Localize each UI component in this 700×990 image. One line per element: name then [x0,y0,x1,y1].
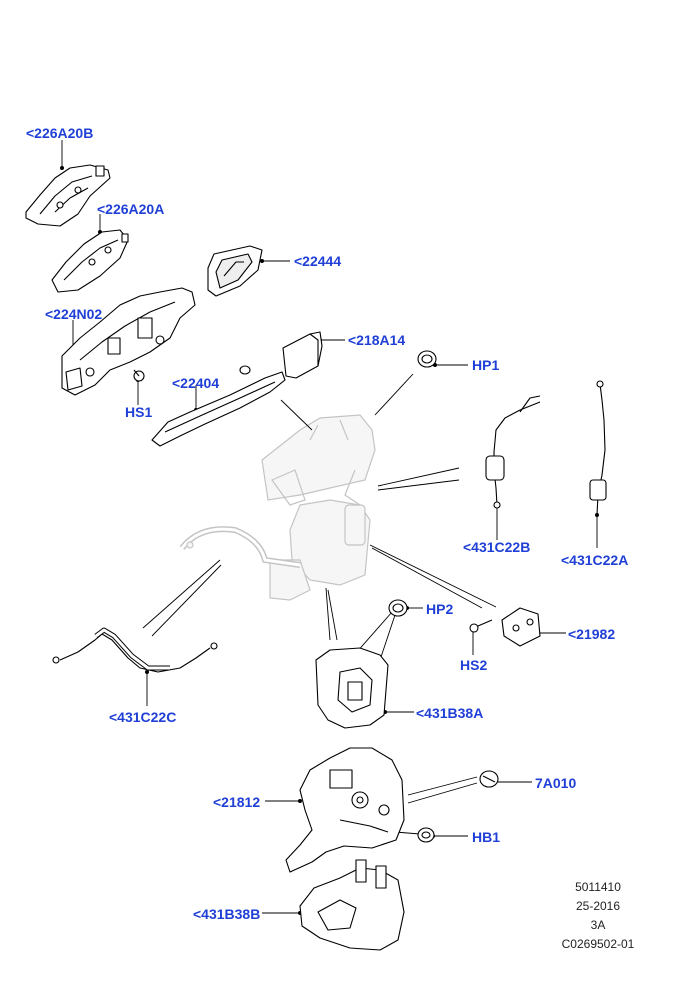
callout-431c22b[interactable]: <431C22B [463,539,531,555]
part-hp1-plug [417,350,437,368]
callout-224n02[interactable]: <224N02 [45,306,103,322]
part-226a20b-bracket [25,164,111,227]
part-226a20a-bracket [51,229,129,293]
callout-431b38a[interactable]: <431B38A [416,705,484,721]
reference-line-2: 25-2016 [575,899,621,913]
part-431c22c-cable [52,627,218,673]
callout-431b38b[interactable]: <431B38B [193,906,261,922]
part-218a14-cap [282,331,323,379]
callout-431c22a[interactable]: <431C22A [561,552,629,568]
part-21812-latch [285,747,405,873]
part-22404-handle [151,365,286,447]
part-431b38a-cover [315,647,389,729]
part-224n02-carrier [61,287,196,396]
part-431b38b-cover [299,859,405,951]
callout-21982[interactable]: <21982 [568,626,616,642]
part-21982-striker [501,607,541,647]
part-7a010-cap [479,770,499,788]
callout-hp1[interactable]: HP1 [472,357,500,373]
callout-226a20b[interactable]: <226A20B [26,125,94,141]
callout-431c22c[interactable]: <431C22C [109,709,177,725]
callout-hs2[interactable]: HS2 [460,657,488,673]
callout-218a14[interactable]: <218A14 [348,332,406,348]
callout-22444[interactable]: <22444 [294,253,342,269]
callout-hb1[interactable]: HB1 [472,829,501,845]
part-22444-bezel [207,245,263,297]
callout-hs1[interactable]: HS1 [125,404,153,420]
part-431c22b-cable [485,395,541,509]
leader-lines [61,140,598,914]
callout-7a010[interactable]: 7A010 [535,775,577,791]
part-hp2-plug [388,599,408,617]
reference-line-4: C0269502-01 [561,937,635,951]
callout-22404[interactable]: <22404 [172,375,220,391]
reference-line-1: 5011410 [575,880,621,894]
callout-226a20a[interactable]: <226A20A [97,201,165,217]
part-hs1-screw [133,369,145,382]
callout-21812[interactable]: <21812 [213,794,261,810]
part-431c22a-cable [589,380,607,516]
ghost-door-assembly [179,414,376,601]
part-hb1-bumper [417,827,435,843]
part-hs2-screw [469,619,493,633]
reference-line-3: 3A [590,918,606,932]
callout-hp2[interactable]: HP2 [426,601,454,617]
reference-block: 5011410 25-2016 3A C0269502-01 [553,878,643,954]
